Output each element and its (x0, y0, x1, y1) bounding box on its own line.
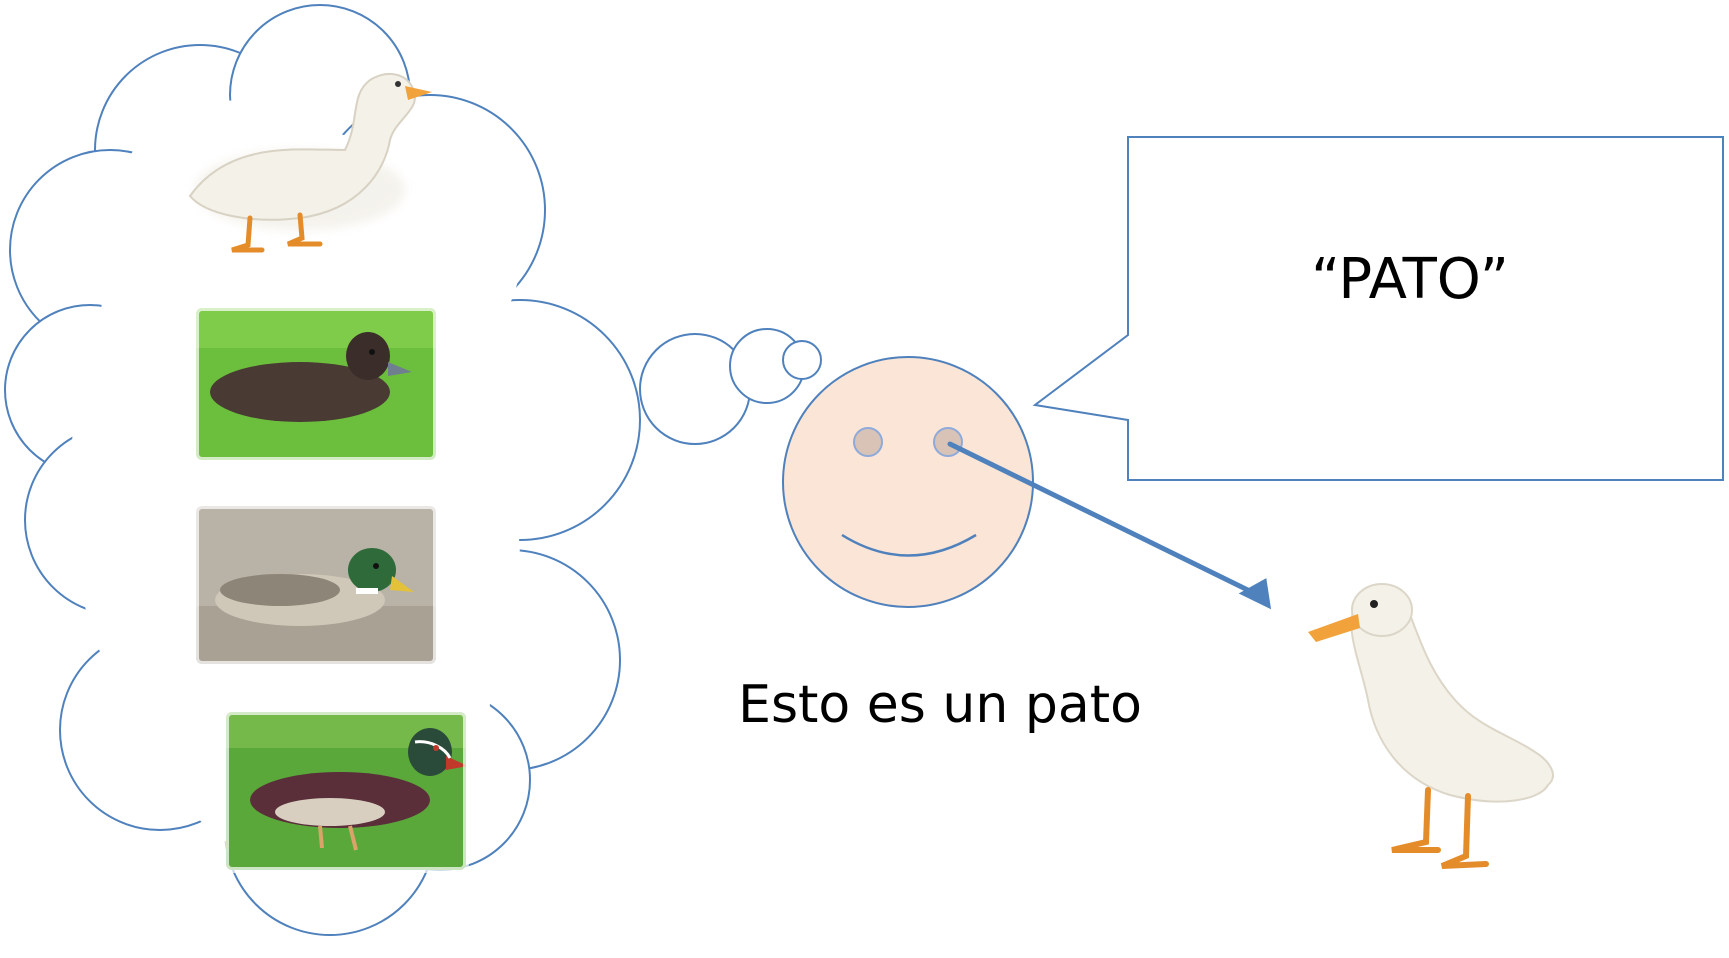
speech-bubble-shape (1032, 136, 1724, 481)
gaze-arrow-line (947, 441, 1263, 599)
thought-duck-wood-frame (223, 709, 469, 873)
thought-bubble-small (782, 340, 822, 380)
duck-bill (1308, 614, 1360, 642)
arrow-icon (947, 441, 1272, 610)
caption-text: Esto es un pato (738, 675, 1142, 735)
thought-duck-mallard-frame (193, 503, 439, 667)
thought-duck-mallard-photo (196, 506, 436, 664)
duck-eye (1370, 600, 1378, 608)
face-circle (782, 356, 1034, 608)
left-eye (853, 427, 883, 457)
thought-cloud (4, 4, 822, 936)
duck-legs (1391, 787, 1489, 869)
smiley-face-icon (782, 356, 1034, 608)
thought-duck-brown-photo (196, 308, 436, 460)
thought-duck-brown-frame (193, 305, 439, 463)
speech-bubble: “PATO” (1032, 136, 1724, 481)
thought-duck-wood-photo (226, 712, 466, 870)
right-eye (933, 427, 963, 457)
mouth (841, 533, 977, 557)
duck-icon (1308, 583, 1554, 869)
speech-bubble-text: “PATO” (1311, 247, 1509, 312)
gaze-arrow-head (1238, 578, 1272, 610)
thought-duck-white-icon (188, 73, 432, 253)
duck-head (1351, 583, 1413, 637)
